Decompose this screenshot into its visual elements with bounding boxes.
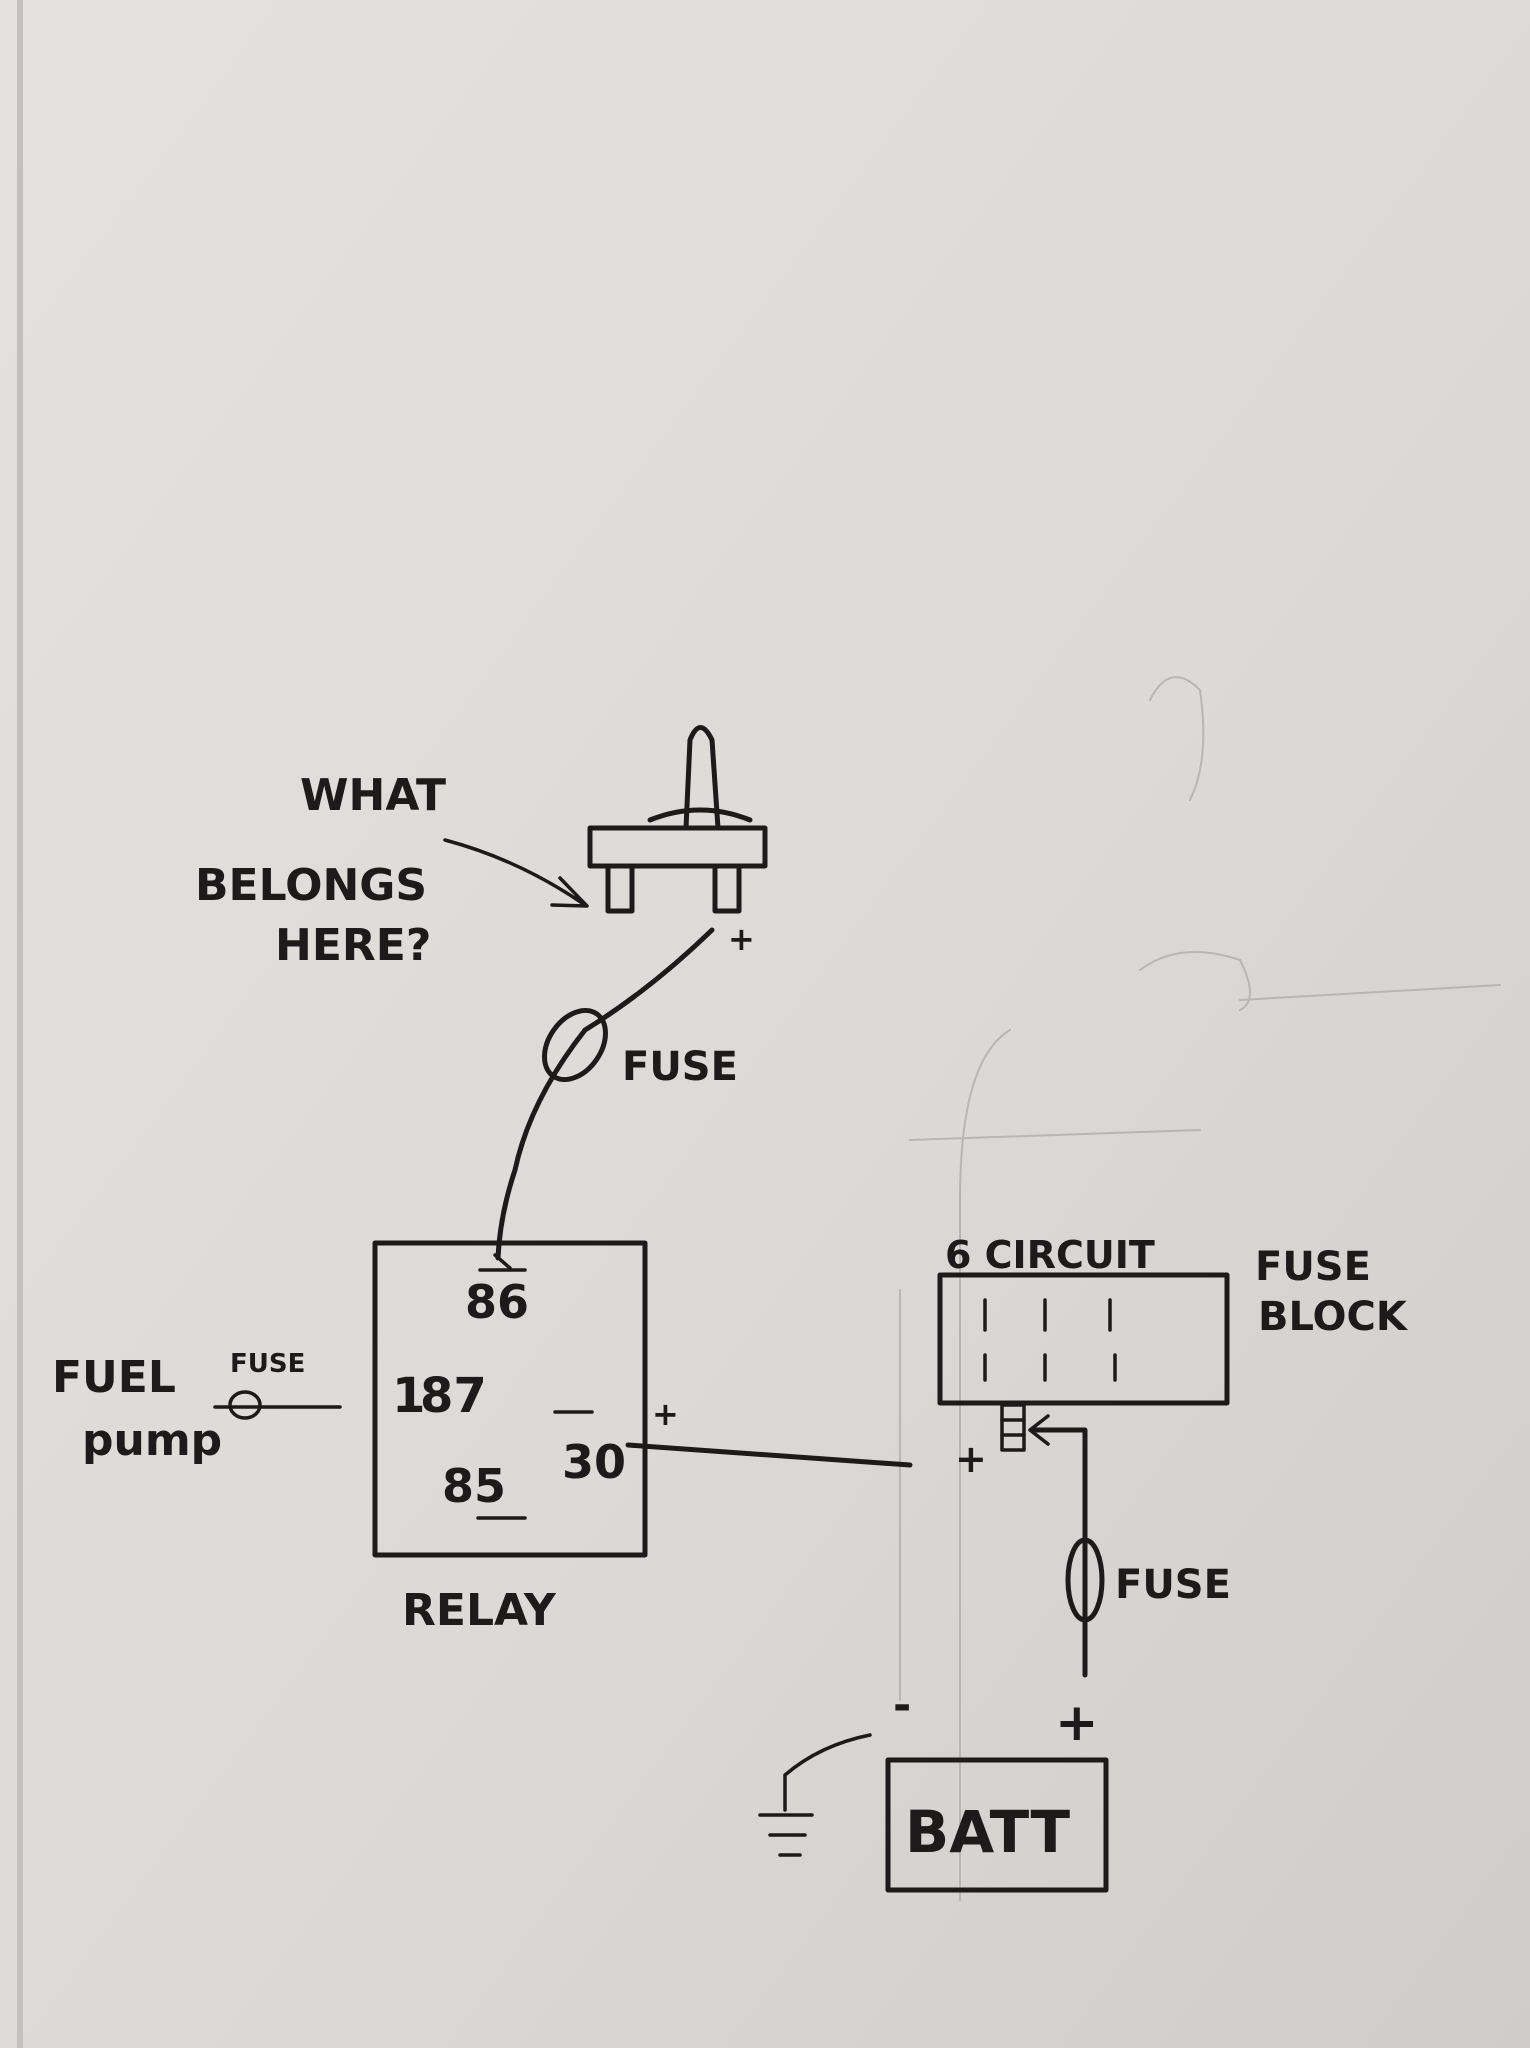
relay-pin-30-plus: + xyxy=(652,1395,679,1433)
relay-box xyxy=(372,1240,648,1558)
switch-fuse-label: FUSE xyxy=(622,1044,738,1090)
pump-fuse-symbol xyxy=(228,1390,262,1420)
question-arrow xyxy=(443,838,589,908)
battery-label: BATT xyxy=(905,1798,1070,1866)
ground-symbol xyxy=(758,1733,872,1857)
faint-ghost-sketch xyxy=(899,676,1501,1901)
fuse-block-terminal xyxy=(1000,1403,1026,1452)
terminal-arrow xyxy=(1028,1414,1050,1446)
battery-fuse-symbol xyxy=(1065,1537,1105,1623)
switch-plus-label: + xyxy=(728,920,755,958)
battery-minus-label: - xyxy=(893,1680,911,1731)
relay-pin-87-prefix: 1 xyxy=(392,1368,425,1424)
battery-plus-label: + xyxy=(1055,1693,1099,1753)
relay-pin-86: 86 xyxy=(465,1275,529,1329)
battery-fuse-label: FUSE xyxy=(1115,1562,1231,1608)
wire-switch-to-relay xyxy=(495,927,715,1261)
fuse-block-title-right-1: FUSE xyxy=(1255,1244,1371,1290)
fuse-block-title-right-2: BLOCK xyxy=(1258,1294,1409,1340)
fuse-block-box xyxy=(937,1272,1230,1406)
switch-fuse-symbol xyxy=(542,1007,608,1083)
pump-fuse-label: FUSE xyxy=(230,1349,305,1379)
wire-battery-to-fuse-block xyxy=(1029,1427,1088,1678)
question-line-3: HERE? xyxy=(275,920,431,971)
toggle-switch xyxy=(587,725,768,914)
wire-relay-to-fuse-block xyxy=(625,1442,913,1468)
question-line-2: BELONGS xyxy=(195,860,427,911)
relay-pin-30: 30 xyxy=(562,1435,626,1489)
fuel-pump-line-2: pump xyxy=(82,1415,222,1466)
relay-label: RELAY xyxy=(402,1585,557,1636)
fuse-block-plus-label: + xyxy=(955,1437,987,1481)
fuel-pump-line-1: FUEL xyxy=(52,1352,176,1403)
relay-pin-85: 85 xyxy=(442,1459,506,1513)
relay-pin-87: 87 xyxy=(420,1368,487,1424)
relay-pin-86-mark xyxy=(493,1253,512,1270)
battery-box xyxy=(885,1757,1109,1893)
fuse-block-title: 6 CIRCUIT xyxy=(945,1233,1155,1277)
question-line-1: WHAT xyxy=(300,770,446,821)
